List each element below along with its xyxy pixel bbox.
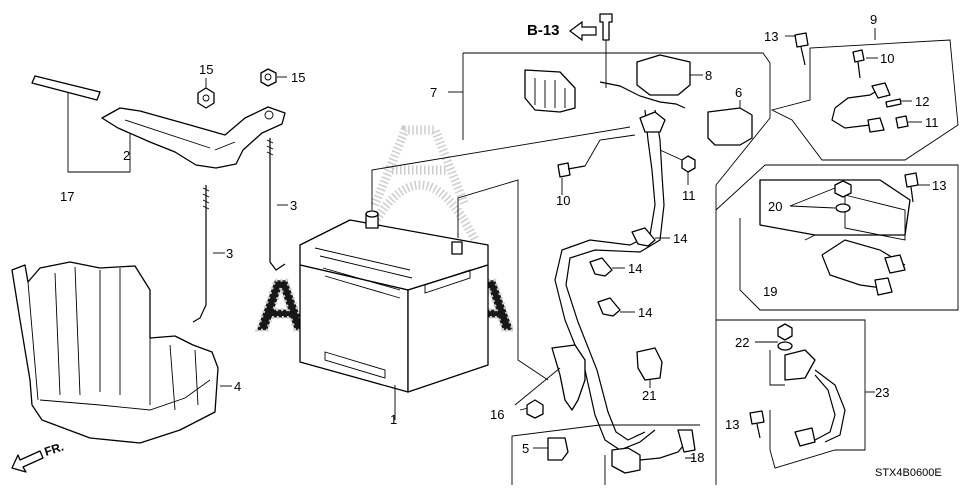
callout-labels: 1 2 3 3 4 5 6 7 8 9 10 10 11 11 12 13 13… [60,12,946,465]
callout-23: 23 [875,385,889,400]
part-9-cable[interactable] [831,82,891,133]
part-10-bolt-a[interactable] [557,134,636,195]
callout-10b: 10 [880,51,894,66]
part-21-clamp[interactable] [636,347,663,388]
callout-11b: 11 [925,115,939,130]
part-8-cover[interactable] [636,54,703,96]
clip-part[interactable] [599,13,613,88]
part-3-rod-b[interactable] [266,138,288,271]
callout-19: 19 [763,284,777,299]
callout-15a: 15 [199,62,213,77]
part-13-bolt-a[interactable] [785,32,809,66]
callout-6: 6 [735,85,742,100]
callout-14a: 14 [673,231,687,246]
leader-battery-neg [457,179,549,381]
part-15-nut-a[interactable] [197,78,215,109]
part-2-bracket[interactable] [101,106,286,169]
leader-battery-cable [371,126,631,210]
frame-group-5 [511,424,700,485]
callout-18: 18 [690,450,704,465]
callout-8: 8 [705,68,712,83]
callout-2: 2 [123,148,130,163]
part-1-battery[interactable] [299,210,489,420]
callout-13c: 13 [725,417,739,432]
callout-20: 20 [768,199,782,214]
callout-14c: 14 [638,305,652,320]
callout-9: 9 [870,12,877,27]
part-14-clip-b[interactable] [589,257,625,277]
ref-arrow-icon [569,20,597,42]
part-15-nut-b[interactable] [260,68,287,87]
part-23-cable[interactable] [784,349,875,447]
part-19-cable[interactable] [759,179,911,296]
frame-group-9 [770,39,959,161]
callout-14b: 14 [628,261,642,276]
part-11-nut-a[interactable] [659,149,696,185]
callout-16: 16 [490,407,504,422]
part-12-sleeve[interactable] [885,98,912,108]
callout-13a: 13 [764,29,778,44]
part-7-holder[interactable] [524,69,576,113]
callout-15b: 15 [291,70,305,85]
callout-4: 4 [234,379,241,394]
frame-group-7 [462,52,771,485]
part-20-washer[interactable] [789,180,852,241]
part-17-strip[interactable] [31,75,101,101]
part-22-nut[interactable] [755,323,793,386]
part-18-harness[interactable] [604,429,696,485]
part-13-bolt-c[interactable] [749,410,765,439]
part-13-bolt-b[interactable] [904,172,930,203]
part-4-battery-tray[interactable] [11,261,232,444]
frame-group-23 [716,319,866,469]
callout-7: 7 [430,85,437,100]
callout-1: 1 [390,412,397,427]
part-14-clip-c[interactable] [597,297,635,317]
callout-3a: 3 [226,246,233,261]
callout-12: 12 [915,94,929,109]
callout-10a: 10 [556,193,570,208]
part-11-nut-b[interactable] [895,115,922,129]
part-10-bolt-b[interactable] [852,49,878,79]
part-5-clip[interactable] [533,437,569,461]
leader-17-2 [67,93,131,173]
callout-11a: 11 [682,188,696,203]
callout-17: 17 [60,189,74,204]
part-3-rod-a[interactable] [192,185,225,323]
callout-13b: 13 [932,178,946,193]
part-6-relay[interactable] [707,100,753,146]
ref-b13[interactable]: B-13 [527,20,597,42]
front-direction-indicator: FR. [11,440,66,473]
front-label: FR. [43,440,66,459]
part-14-clip-a[interactable] [631,227,670,247]
callout-22: 22 [735,335,749,350]
callout-3b: 3 [290,198,297,213]
callout-21: 21 [642,388,656,403]
part-16-terminal[interactable] [514,344,586,419]
callout-5: 5 [522,441,529,456]
ref-b13-label: B-13 [527,22,560,39]
frame-group-19 [715,164,959,311]
drawing-code: STX4B0600E [875,467,942,479]
